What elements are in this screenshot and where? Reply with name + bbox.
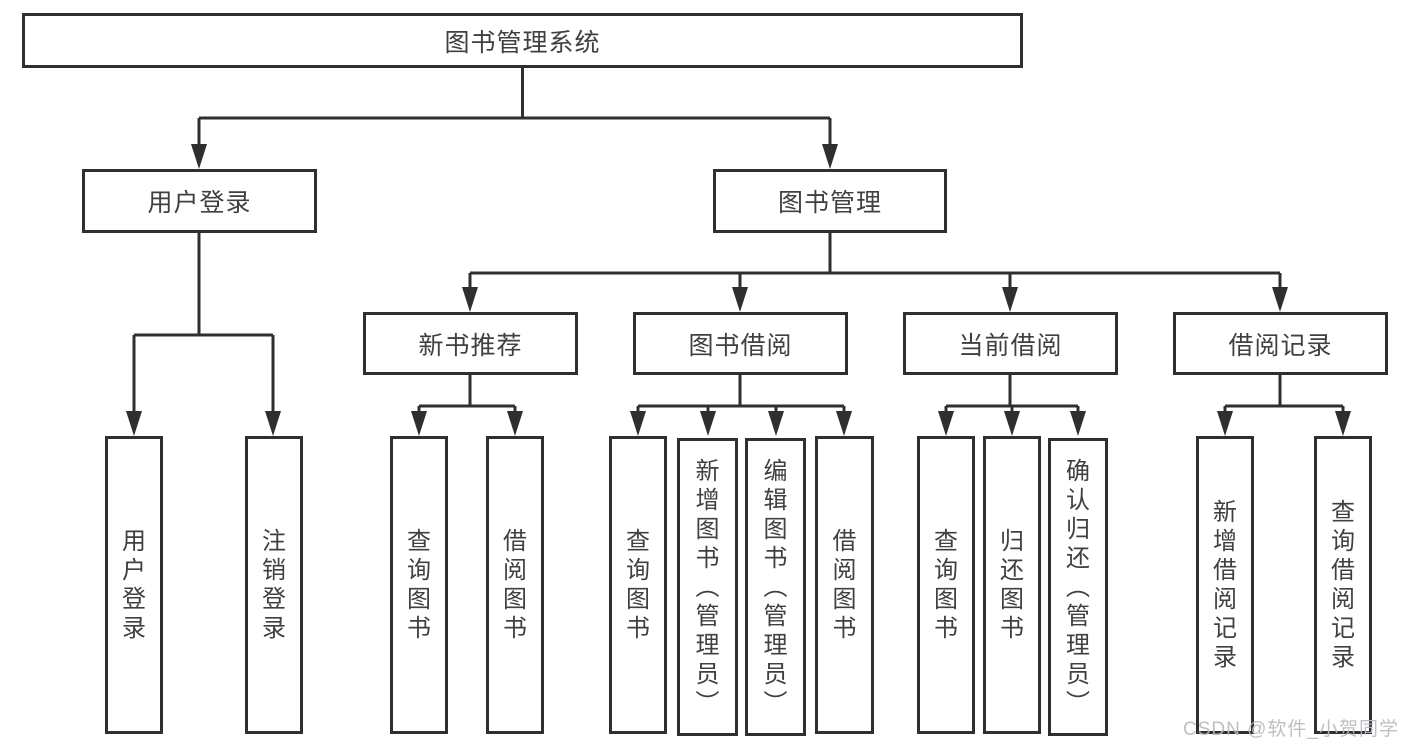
leaf-query-borrow-record: 查询借阅记录 — [1314, 436, 1372, 734]
leaf-add-borrow-record: 新增借阅记录 — [1196, 436, 1254, 734]
node-user-login: 用户登录 — [82, 169, 317, 233]
leaf-edit-book-admin: 编辑图书︵管理员︶ — [745, 438, 806, 736]
leaf-confirm-return-admin: 确认归还︵管理员︶ — [1048, 438, 1108, 736]
node-book-management: 图书管理 — [713, 169, 947, 233]
leaf-return-book: 归还图书 — [983, 436, 1041, 734]
leaf-current-query-books: 查询图书 — [917, 436, 975, 734]
connector-user-login-children — [126, 233, 281, 436]
leaf-user-login: 用户登录 — [105, 436, 163, 734]
leaf-recommend-query-books: 查询图书 — [390, 436, 448, 734]
leaf-borrow-query-books: 查询图书 — [609, 436, 667, 734]
node-root-system: 图书管理系统 — [22, 13, 1023, 68]
connector-borrow-records-children — [1217, 375, 1351, 436]
node-borrow-records: 借阅记录 — [1173, 312, 1388, 375]
connector-root-to-level2 — [191, 68, 838, 169]
connector-book-borrow-children — [630, 375, 852, 436]
connector-current-borrow-children — [938, 375, 1086, 436]
watermark: CSDN @软件_小贺同学 — [1183, 719, 1399, 740]
node-book-borrow: 图书借阅 — [633, 312, 848, 375]
leaf-logout: 注销登录 — [245, 436, 303, 734]
leaf-recommend-borrow-books: 借阅图书 — [486, 436, 544, 734]
connector-new-book-recommend-children — [411, 375, 523, 436]
connector-book-management-children — [462, 233, 1288, 312]
leaf-borrow-borrow-books: 借阅图书 — [815, 436, 874, 734]
node-new-book-recommend: 新书推荐 — [363, 312, 578, 375]
leaf-add-book-admin: 新增图书︵管理员︶ — [677, 438, 738, 736]
node-current-borrow: 当前借阅 — [903, 312, 1118, 375]
